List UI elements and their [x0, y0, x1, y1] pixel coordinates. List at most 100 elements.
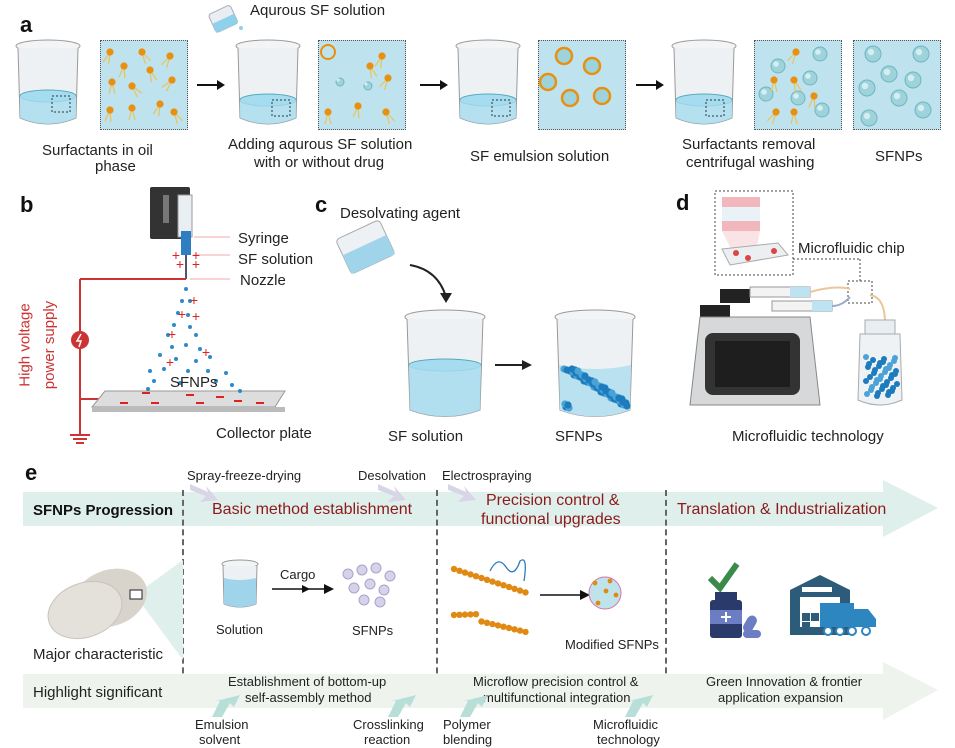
nozzle-label: Nozzle: [240, 272, 286, 289]
sf-solution-caption: SF solution: [388, 428, 464, 445]
drug-dot: [595, 600, 601, 606]
charged-droplet: [230, 383, 234, 387]
polymer-bead: [483, 619, 491, 626]
polymer-bead: [505, 583, 513, 591]
crosslinking-reaction-2: reaction: [364, 732, 411, 747]
pouring-beaker-icon: [208, 5, 243, 33]
panel-b-label: b: [20, 192, 34, 217]
stage-divider: [665, 490, 667, 703]
arrow-right-icon: [636, 80, 664, 90]
positive-charge: +: [192, 308, 200, 324]
drug-dot: [603, 588, 609, 594]
polymer-bead: [472, 573, 480, 580]
arrow-right-icon: [420, 80, 448, 90]
charged-droplet: [238, 389, 242, 393]
polymer-bead: [511, 626, 518, 633]
sfnp-bead: [866, 361, 872, 367]
emulsion-droplets: [538, 46, 612, 108]
charged-droplet: [152, 379, 156, 383]
charged-droplet: [214, 379, 218, 383]
surfactant-molecule: [382, 108, 396, 125]
nanoparticle: [758, 86, 774, 102]
collector-plate-label: Collector plate: [216, 425, 312, 442]
charged-droplet: [180, 299, 184, 303]
highlight-stage1-1: Establishment of bottom-up: [228, 674, 387, 689]
charged-droplet: [162, 367, 166, 371]
charged-droplet: [188, 325, 192, 329]
emulsion-droplet: [538, 72, 558, 92]
arrow-right-icon: [197, 80, 225, 90]
stage1-title: Basic method establishment: [212, 501, 413, 518]
charged-droplet: [186, 369, 190, 373]
sfnp-particle: [370, 562, 382, 574]
positive-charge: +: [190, 292, 198, 308]
surfactant-molecule: [146, 66, 158, 83]
desolvation-label: Desolvation: [358, 468, 426, 483]
charged-droplet: [184, 343, 188, 347]
positive-charge: +: [192, 247, 200, 263]
polymer-bead: [494, 580, 502, 587]
modified-sfnps-label: Modified SFNPs: [565, 637, 659, 652]
highlight-stage3-2: application expansion: [718, 690, 844, 705]
polymer-bead: [478, 618, 485, 625]
desolvation-process: [336, 220, 636, 417]
polymer-bead: [467, 571, 474, 578]
sfnp-bead: [875, 390, 881, 396]
charged-droplet: [146, 387, 150, 391]
beaker-step4-icon: [671, 39, 737, 125]
positive-charge: +: [192, 256, 200, 272]
surfactant-molecule: [786, 48, 800, 65]
method-arrow-up-icon: [625, 695, 653, 717]
charged-droplet: [178, 381, 182, 385]
cargo-label: Cargo: [280, 567, 316, 582]
highlight-stage3-1: Green Innovation & frontier: [706, 674, 863, 689]
surfactant-molecule: [118, 62, 128, 79]
charged-droplet: [206, 369, 210, 373]
sfnp-particle: [358, 594, 370, 606]
sfnp-bead: [864, 391, 870, 397]
sfnp-particle: [342, 568, 354, 580]
sfnp-bead: [591, 378, 599, 386]
surfactant-molecules: [320, 44, 396, 125]
surfactant-molecule: [128, 104, 136, 121]
stage-divider: [436, 490, 438, 703]
highlight-stage1-2: self-assembly method: [245, 690, 372, 705]
drug-dot: [613, 592, 619, 598]
sfnp-particle: [384, 570, 396, 582]
surfactant-molecule: [766, 108, 780, 125]
beaker-step3-icon: [455, 39, 521, 125]
sfnp-bead: [884, 379, 890, 385]
polymer-bead: [472, 611, 480, 618]
surfactant-molecules: [102, 48, 184, 125]
desolvating-agent-label: Desolvating agent: [340, 205, 461, 222]
positive-charge: +: [172, 247, 180, 263]
highlight-stage2-1: Microflow precision control &: [473, 674, 639, 689]
panel-c-label: c: [315, 192, 328, 217]
sfnp-bead: [867, 374, 873, 380]
sfnp-bead: [574, 367, 582, 375]
syringe-label: Syringe: [238, 230, 289, 247]
polymer-bead: [500, 623, 507, 630]
sfnp-bead: [869, 384, 875, 390]
sfnp-bead: [886, 389, 892, 395]
stage3-title: Translation & Industrialization: [677, 501, 887, 518]
charged-droplet: [194, 333, 198, 337]
charged-droplet: [176, 311, 180, 315]
surfactant-molecule: [170, 108, 184, 125]
sfnp-bead: [581, 372, 589, 380]
sfnp-bead: [890, 385, 896, 391]
emulsion-droplet: [560, 88, 580, 108]
sfnp-particle: [348, 582, 360, 594]
drug-dot: [592, 580, 598, 586]
charged-droplet: [166, 333, 170, 337]
sfnp-particle: [364, 578, 376, 590]
polymer-bead: [456, 567, 463, 574]
polymer-bead: [511, 585, 518, 592]
polymer-bead: [489, 620, 496, 628]
sfnp-particle: [356, 564, 368, 576]
protein-chain: [489, 559, 526, 582]
nanoparticle: [770, 58, 786, 74]
electrospraying-label: Electrospraying: [442, 468, 532, 483]
aqueous-sf-label: Aqurous SF solution: [250, 2, 386, 19]
surfactant-molecule: [808, 92, 818, 109]
